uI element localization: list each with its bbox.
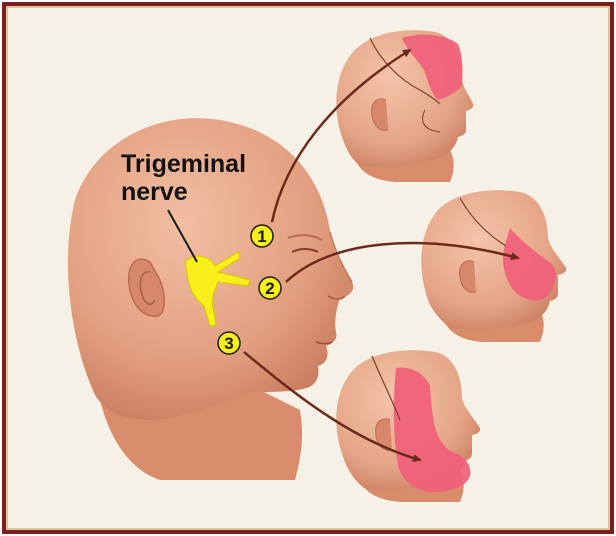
- badge-number-3: 3: [224, 334, 233, 353]
- badge-branch-2: 2: [259, 277, 281, 299]
- badge-number-2: 2: [265, 279, 274, 298]
- nerve-label-line1: Trigeminal: [121, 150, 246, 178]
- badge-number-1: 1: [257, 227, 266, 246]
- nerve-label-line2: nerve: [121, 178, 188, 206]
- badge-branch-1: 1: [251, 225, 273, 247]
- badge-branch-3: 3: [218, 332, 240, 354]
